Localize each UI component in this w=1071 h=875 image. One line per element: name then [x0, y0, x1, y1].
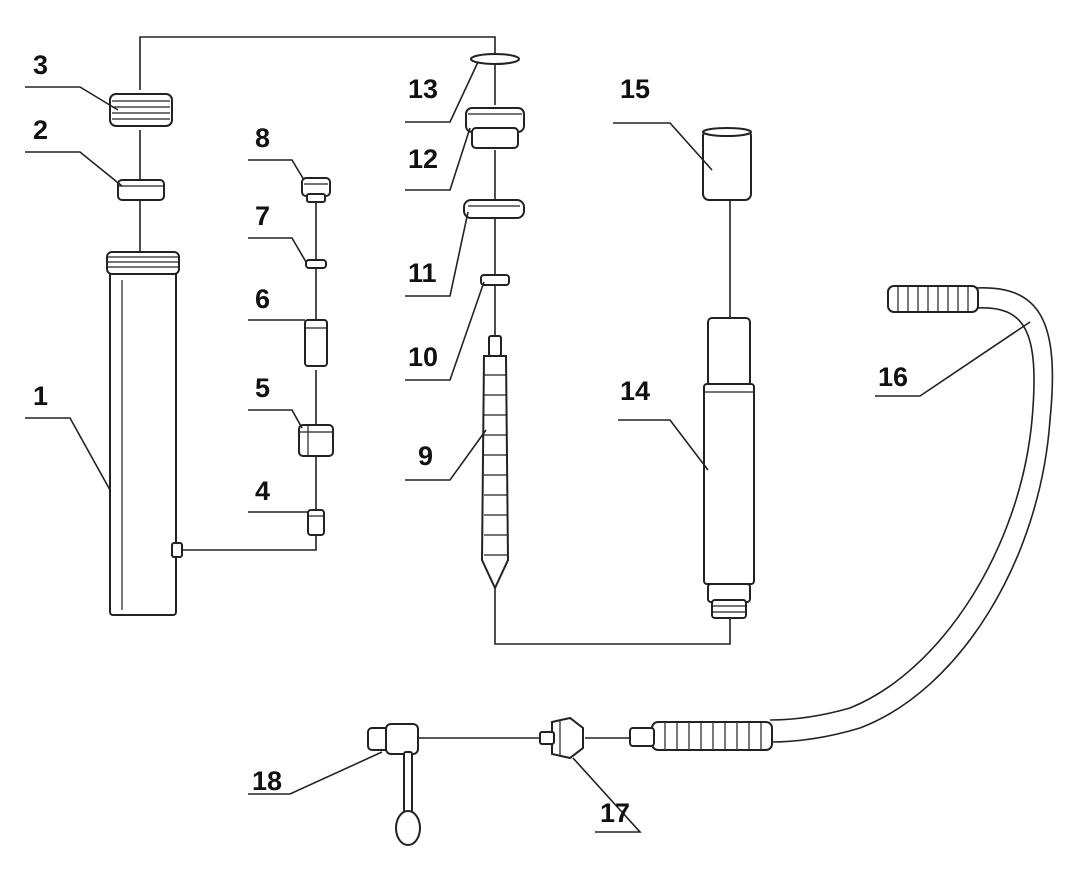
- label-7: 7: [255, 201, 270, 231]
- label-17: 17: [600, 798, 630, 828]
- part-4-nozzle: [307, 509, 325, 536]
- label-13: 13: [408, 74, 438, 104]
- label-2: 2: [33, 115, 48, 145]
- part-17-connector: [539, 716, 584, 760]
- label-12: 12: [408, 144, 438, 174]
- label-9: 9: [418, 441, 433, 471]
- part-3-threaded-ring: [109, 93, 173, 127]
- part-12-bushing: [465, 107, 525, 149]
- part-14-housing: [703, 317, 755, 619]
- part-8-cap: [301, 177, 331, 203]
- label-1: 1: [33, 381, 48, 411]
- leader-lines: [25, 61, 1031, 833]
- part-13-o-ring: [470, 53, 520, 65]
- assembly-lines: [139, 36, 731, 739]
- part-1-main-tube: [106, 251, 183, 616]
- label-14: 14: [620, 376, 650, 406]
- label-3: 3: [33, 50, 48, 80]
- part-11-ring: [463, 199, 525, 219]
- label-18: 18: [252, 766, 282, 796]
- part-15-cap: [702, 127, 752, 201]
- label-16: 16: [878, 362, 908, 392]
- part-6-sleeve: [304, 319, 328, 367]
- part-10-split-ring: [480, 274, 510, 286]
- label-8: 8: [255, 123, 270, 153]
- label-15: 15: [620, 74, 650, 104]
- part-2-ring: [117, 179, 165, 201]
- label-6: 6: [255, 284, 270, 314]
- part-16-hose: [629, 285, 1054, 751]
- part-9-filter-cartridge: [480, 335, 510, 591]
- label-5: 5: [255, 373, 270, 403]
- part-7-washer: [305, 259, 327, 269]
- part-18-valve: [367, 723, 421, 846]
- label-4: 4: [255, 476, 270, 506]
- part-labels: 3 2 1 8 7 6 5 4 13 12 11 10 9 15 14 16 1…: [33, 50, 908, 828]
- label-10: 10: [408, 342, 438, 372]
- label-11: 11: [408, 258, 437, 288]
- part-5-nut: [298, 424, 334, 457]
